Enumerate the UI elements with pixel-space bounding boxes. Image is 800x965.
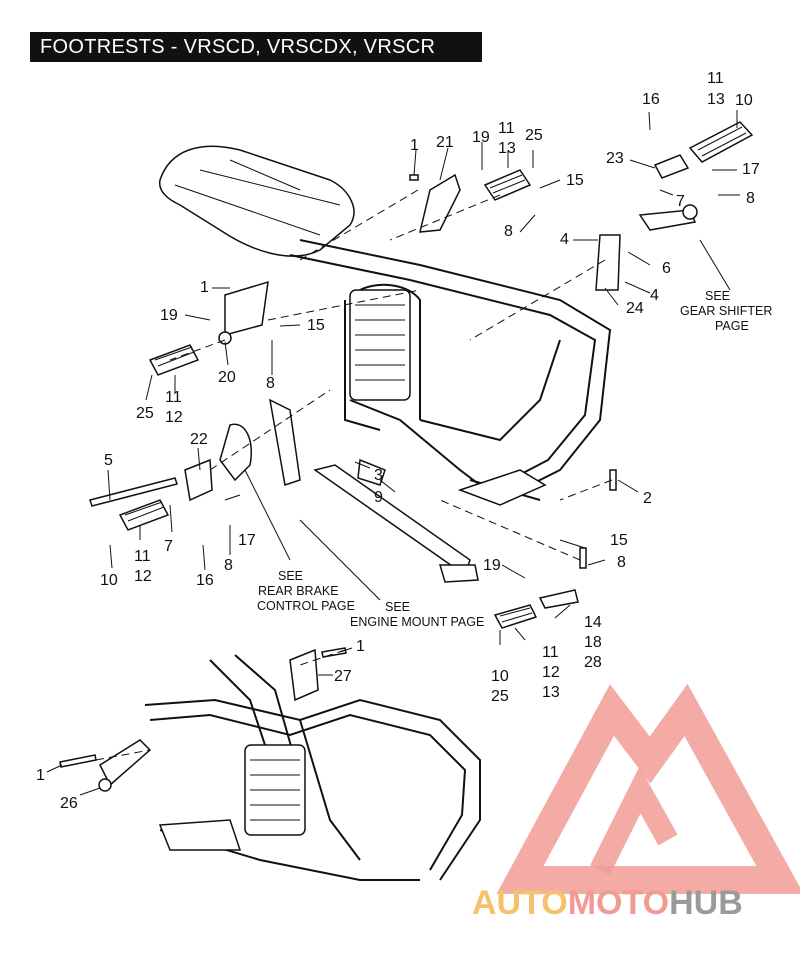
svg-text:SEE: SEE (705, 289, 730, 303)
callout-15: 15 (307, 317, 325, 334)
watermark-text: AUTOMOTOHUB (472, 884, 743, 922)
svg-text:AUTOMOTOHUB: AUTOMOTOHUB (472, 884, 743, 922)
callout-7: 7 (676, 193, 685, 210)
watermark-moto: MOTO (568, 884, 669, 922)
note-engine-mount: SEE ENGINE MOUNT PAGE (350, 600, 484, 629)
callout-17: 17 (238, 532, 256, 549)
callout-1: 1 (410, 137, 419, 154)
callout-17: 17 (742, 161, 760, 178)
callout-6: 6 (662, 260, 671, 277)
callout-1: 1 (356, 638, 365, 655)
callout-8: 8 (504, 223, 513, 240)
callout-12: 12 (134, 568, 152, 585)
callout-15: 15 (610, 532, 628, 549)
leader-lines (46, 110, 740, 796)
shift-lever-bracket (595, 204, 698, 291)
callout-22: 22 (190, 431, 208, 448)
seat-part (158, 145, 355, 257)
bolts (59, 174, 617, 768)
callout-21: 21 (436, 134, 454, 151)
lower-frame (144, 654, 481, 881)
watermark-hub: HUB (669, 884, 743, 922)
callout-26: 26 (60, 795, 78, 812)
svg-text:GEAR SHIFTER: GEAR SHIFTER (680, 304, 772, 318)
callout-13: 13 (542, 684, 560, 701)
callout-10: 10 (100, 572, 118, 589)
callout-12: 12 (542, 664, 560, 681)
callout-10: 10 (491, 668, 509, 685)
page-title: FOOTRESTS - VRSCD, VRSCDX, VRSCR (30, 32, 482, 62)
svg-text:PAGE: PAGE (715, 319, 749, 333)
callout-13: 13 (707, 91, 725, 108)
callout-4: 4 (650, 287, 659, 304)
footpeg-left-lower (118, 458, 213, 531)
callout-11: 11 (134, 548, 151, 565)
callout-28: 28 (584, 654, 602, 671)
callout-4: 4 (560, 231, 569, 248)
callout-25: 25 (525, 127, 543, 144)
callout-15: 15 (566, 172, 584, 189)
callout-11: 11 (707, 70, 724, 87)
callout-1: 1 (200, 279, 209, 296)
callout-8: 8 (224, 557, 233, 574)
callout-13: 13 (498, 140, 516, 157)
triangle-m-logo (496, 683, 800, 894)
callout-16: 16 (642, 91, 660, 108)
callout-14: 14 (584, 614, 602, 631)
svg-text:ENGINE MOUNT PAGE: ENGINE MOUNT PAGE (350, 615, 484, 629)
callout-19: 19 (472, 129, 490, 146)
callout-5: 5 (104, 452, 113, 469)
callout-25: 25 (136, 405, 154, 422)
footpeg-bottom-right (493, 589, 579, 629)
main-frame-upper (289, 239, 612, 506)
footpeg-mount-26 (98, 739, 152, 792)
callout-8: 8 (266, 375, 275, 392)
callout-8: 8 (746, 190, 755, 207)
note-rear-brake: SEE REAR BRAKE CONTROL PAGE (257, 569, 355, 613)
bracket-21 (419, 173, 461, 233)
callout-11: 11 (498, 120, 515, 137)
assembly-lines (95, 189, 613, 761)
callout-11: 11 (542, 644, 559, 661)
callout-11: 11 (165, 389, 182, 406)
watermark-auto: AUTO (472, 884, 568, 922)
callout-labels: 11 13 16 10 23 17 7 8 1 21 19 11 13 25 1… (36, 70, 760, 812)
callout-8: 8 (617, 554, 626, 571)
svg-text:SEE: SEE (278, 569, 303, 583)
callout-19: 19 (160, 307, 178, 324)
callout-24: 24 (626, 300, 644, 317)
callout-9: 9 (374, 489, 383, 506)
footpeg-mid-right (483, 169, 532, 201)
callout-23: 23 (606, 150, 624, 167)
note-gear-shifter: SEE GEAR SHIFTER PAGE (680, 289, 772, 333)
callout-19: 19 (483, 557, 501, 574)
footpeg-mount-27 (289, 648, 319, 702)
callout-7: 7 (164, 538, 173, 555)
svg-text:CONTROL PAGE: CONTROL PAGE (257, 599, 355, 613)
callout-10: 10 (735, 92, 753, 109)
callout-25: 25 (491, 688, 509, 705)
svg-text:SEE: SEE (385, 600, 410, 614)
engine-mount-part (219, 398, 479, 583)
callout-1: 1 (36, 767, 45, 784)
watermark-logo (496, 683, 800, 894)
callout-2: 2 (643, 490, 652, 507)
callout-18: 18 (584, 634, 602, 651)
callout-12: 12 (165, 409, 183, 426)
callout-27: 27 (334, 668, 352, 685)
callout-20: 20 (218, 369, 236, 386)
footpeg-left-upper (148, 280, 269, 376)
callout-16: 16 (196, 572, 214, 589)
callout-3: 3 (374, 467, 383, 484)
svg-text:REAR BRAKE: REAR BRAKE (258, 584, 339, 598)
footpeg-top-right (653, 121, 754, 179)
